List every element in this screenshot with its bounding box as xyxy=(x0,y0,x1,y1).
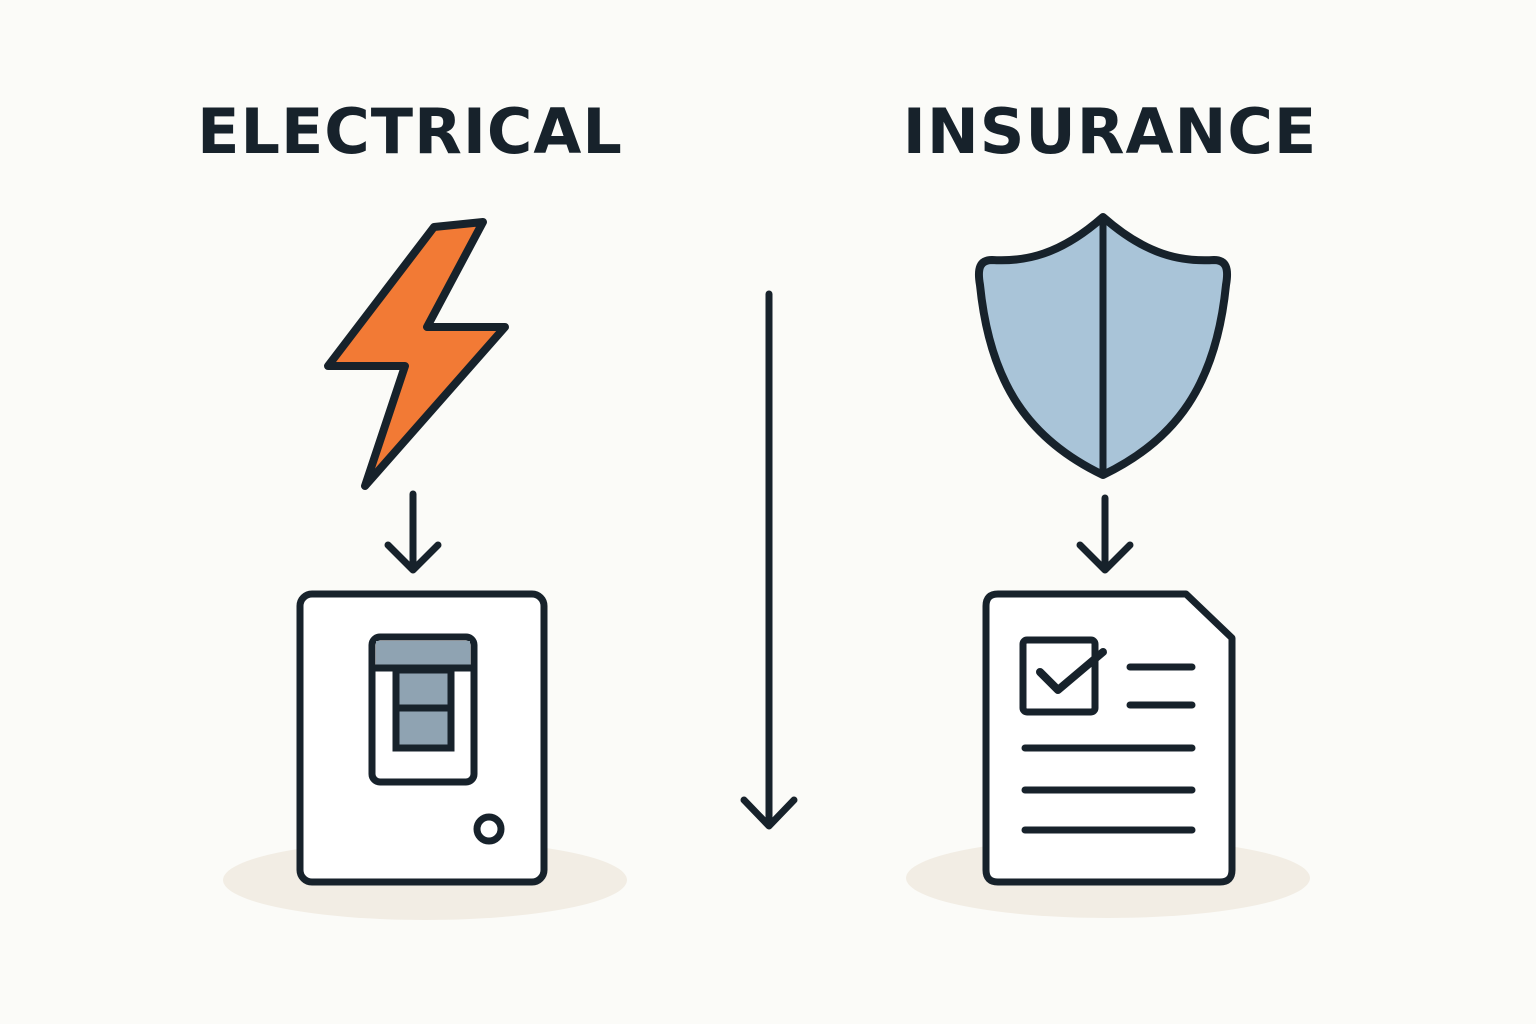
right-down-arrow-icon xyxy=(1076,494,1134,574)
breaker-panel-icon xyxy=(296,590,548,886)
shield-icon xyxy=(974,213,1232,479)
lightning-bolt-icon xyxy=(324,218,509,490)
policy-document-icon xyxy=(982,590,1236,886)
document-text-lines xyxy=(1021,663,1196,834)
divider-down-arrow-icon xyxy=(740,290,798,830)
left-down-arrow-icon xyxy=(384,490,442,574)
electrical-heading: ELECTRICAL xyxy=(197,95,623,168)
insurance-heading: INSURANCE xyxy=(902,95,1318,168)
checkbox-icon xyxy=(1019,636,1107,716)
